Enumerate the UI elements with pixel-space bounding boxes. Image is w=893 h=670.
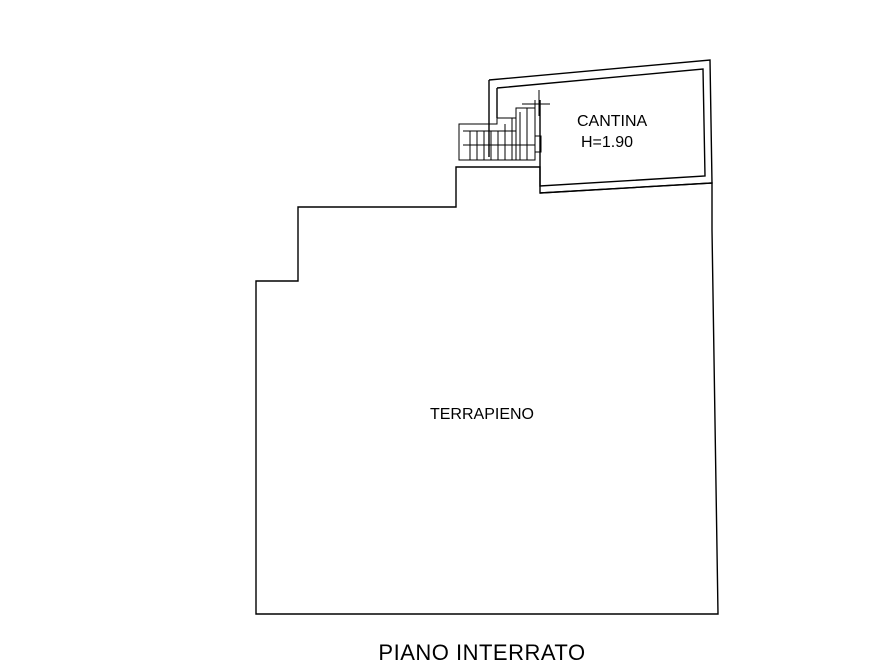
cantina-inner-wall — [496, 68, 706, 187]
cantina-label: CANTINA — [577, 113, 648, 130]
terrapieno-label: TERRAPIENO — [430, 406, 534, 423]
cantina-height-label: H=1.90 — [581, 134, 633, 151]
terrapieno-outline — [255, 166, 719, 615]
staircase — [456, 107, 540, 168]
floor-title: PIANO INTERRATO — [378, 640, 585, 665]
cantina-outer-wall — [488, 59, 713, 194]
